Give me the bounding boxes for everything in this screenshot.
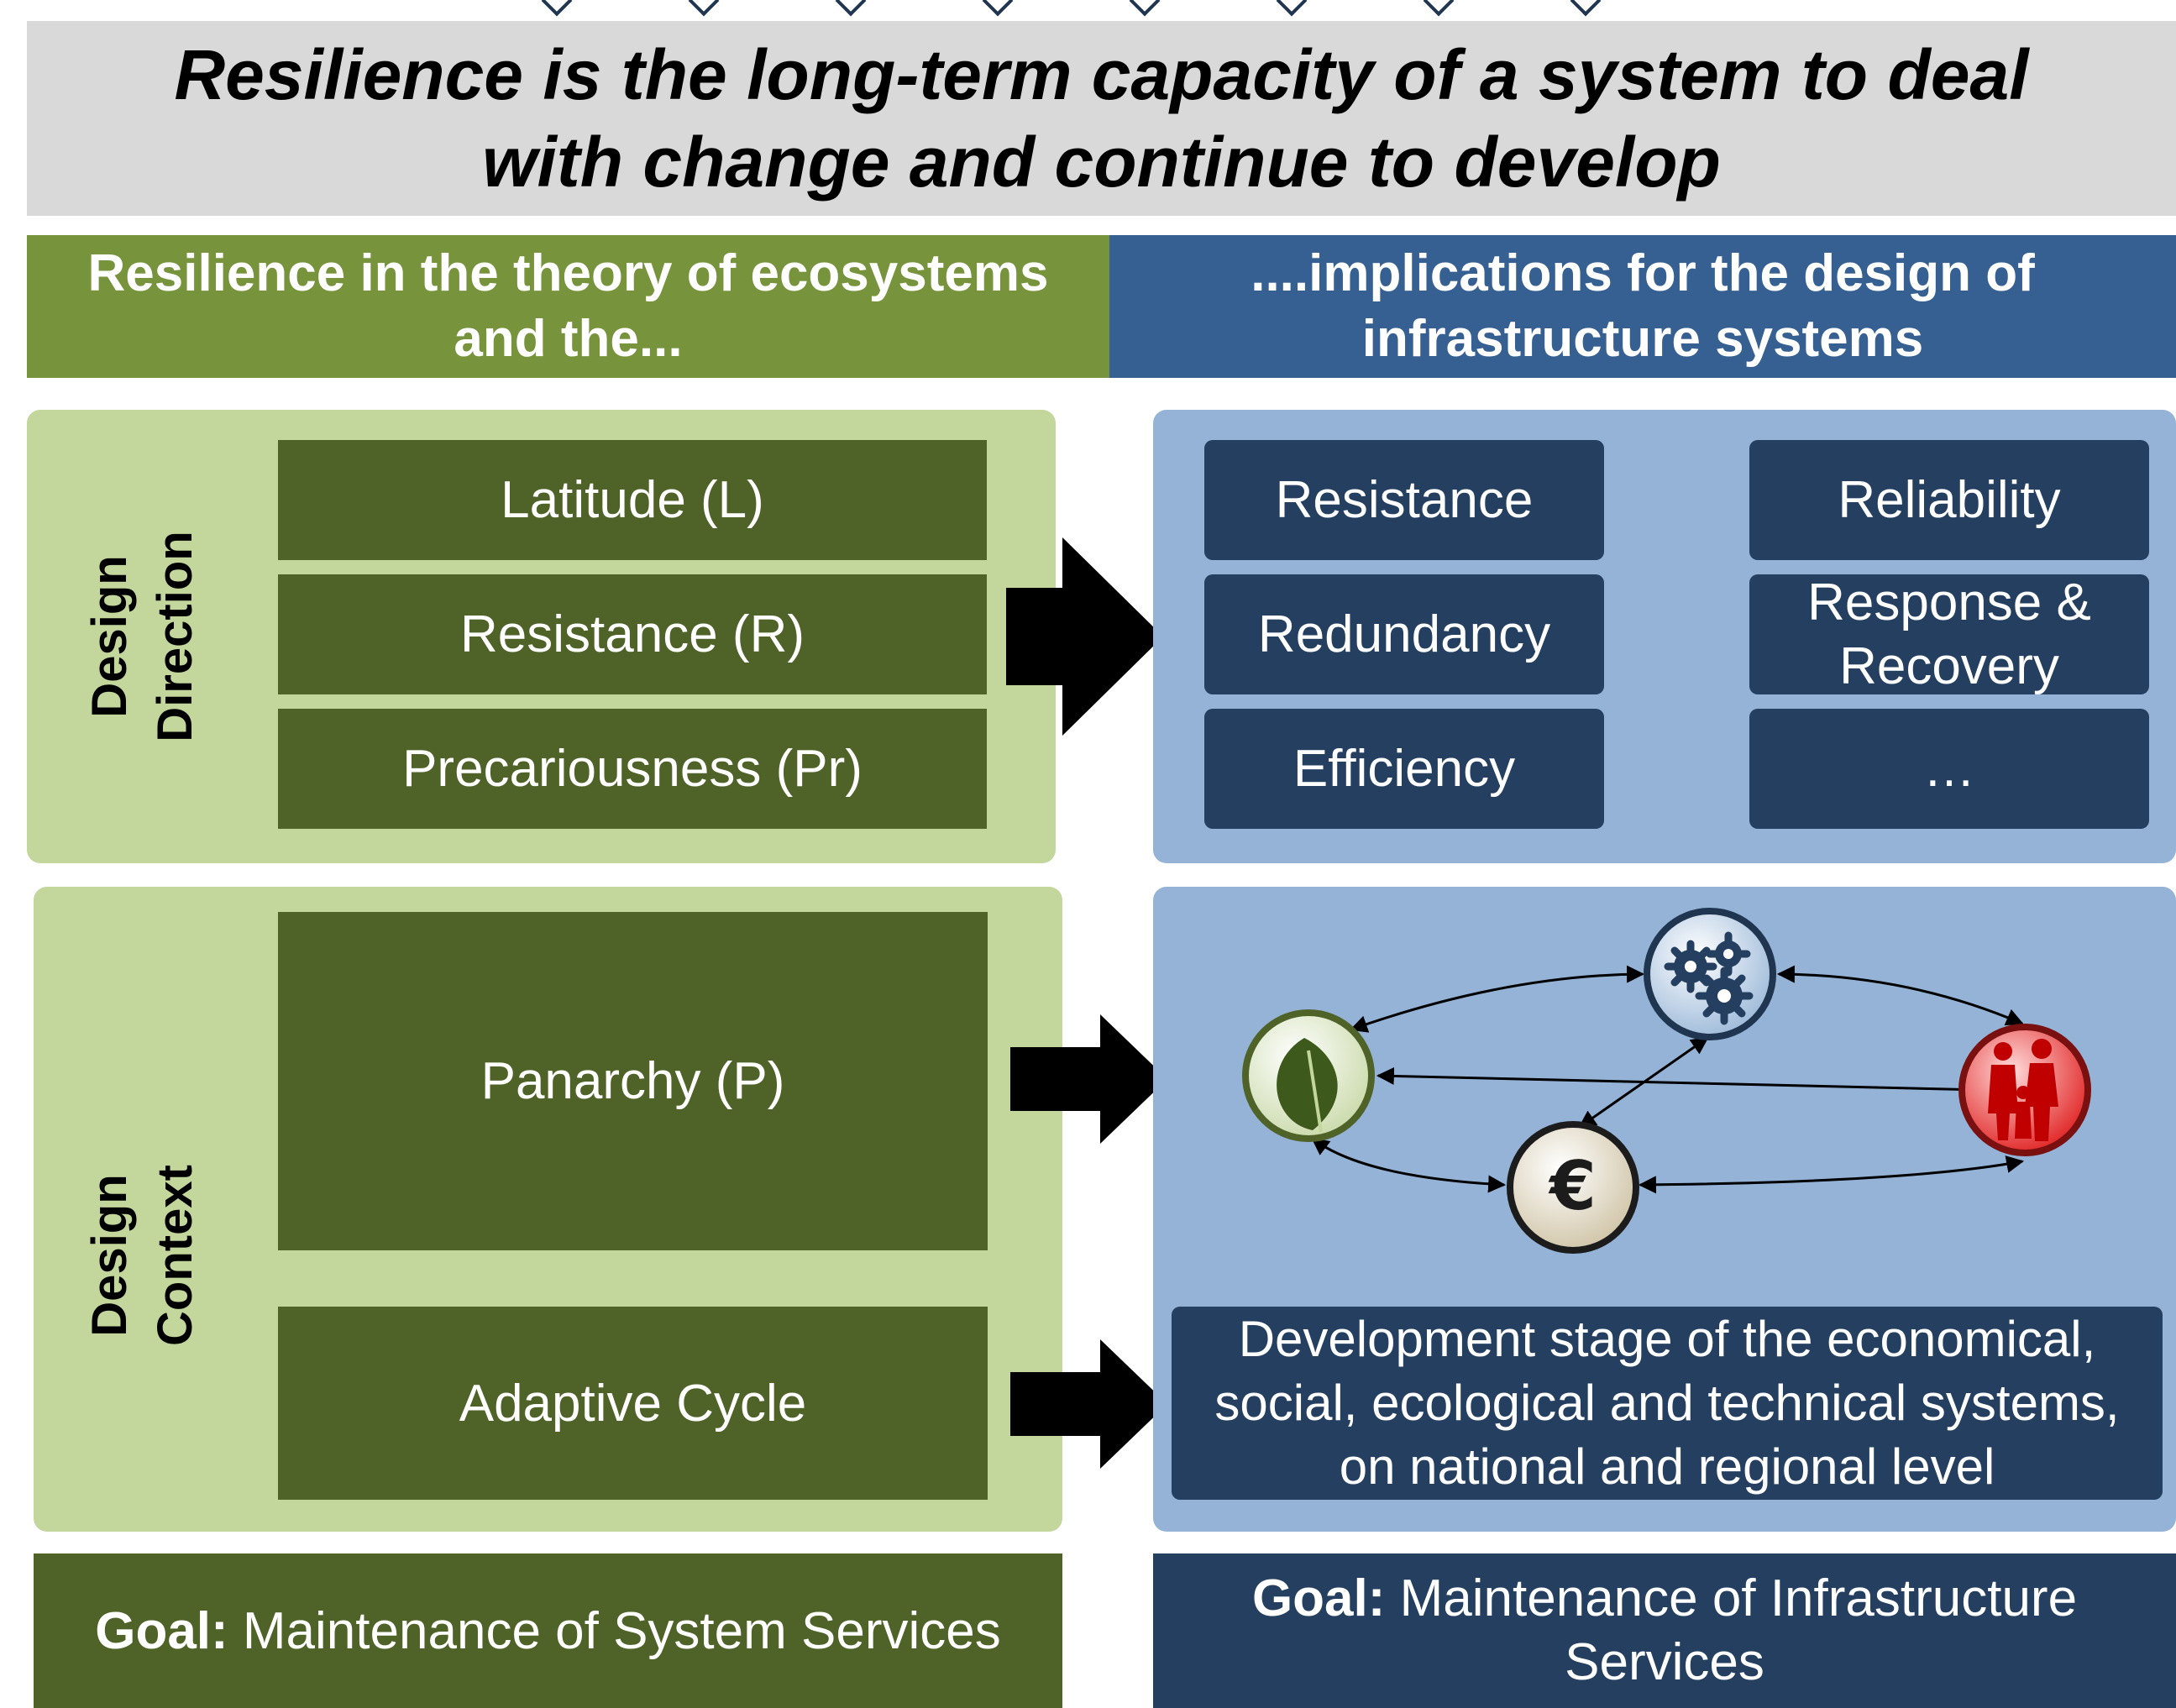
- adaptive-cycle-label: Adaptive Cycle: [459, 1374, 807, 1433]
- resistance-r-label: Resistance (R): [460, 605, 805, 663]
- design-direction-label: Design Direction: [0, 527, 311, 746]
- redundancy-box: Redundancy: [1204, 574, 1604, 694]
- development-stage-label: Development stage of the economical, soc…: [1214, 1311, 2120, 1495]
- latitude-box: Latitude (L): [278, 440, 987, 560]
- response-recovery-label: Response & Recovery: [1807, 573, 2091, 695]
- design-direction-label-line1: Design: [82, 555, 137, 718]
- ecosystem-theory-header: Resilience in the theory of ecosystems a…: [27, 235, 1109, 378]
- infrastructure-goal-text: Goal: Maintenance of Infrastructure Serv…: [1153, 1567, 2176, 1695]
- ecosystem-goal-label: Maintenance of System Services: [242, 1601, 1001, 1660]
- resistance-label: Resistance: [1275, 470, 1534, 529]
- adaptive-cycle-box: Adaptive Cycle: [278, 1307, 988, 1500]
- resistance-r-box: Resistance (R): [278, 574, 987, 694]
- design-context-label-line1: Design: [82, 1174, 137, 1337]
- latitude-label: Latitude (L): [501, 471, 764, 529]
- reliability-label: Reliability: [1838, 470, 2061, 529]
- svg-text:€: €: [1548, 1147, 1597, 1225]
- response-recovery-box: Response & Recovery: [1749, 574, 2149, 695]
- panarchy-label: Panarchy (P): [480, 1052, 785, 1110]
- efficiency-box: Efficiency: [1204, 709, 1604, 829]
- gears-icon: [1644, 908, 1776, 1040]
- design-context-label: Design Context: [0, 1146, 311, 1365]
- reliability-box: Reliability: [1749, 440, 2149, 560]
- ecosystem-goal-box: Goal: Maintenance of System Services: [34, 1553, 1062, 1708]
- design-direction-label-line2: Direction: [148, 531, 202, 742]
- precariousness-label: Precariousness (Pr): [402, 740, 863, 798]
- leaf-icon: [1242, 1009, 1375, 1142]
- precariousness-box: Precariousness (Pr): [278, 709, 987, 829]
- development-stage-box: Development stage of the economical, soc…: [1172, 1307, 2163, 1500]
- system-interaction-network: €: [1242, 908, 2091, 1254]
- adaptive-cycle-arrow: [1010, 1339, 1167, 1469]
- ecosystem-theory-header-text: Resilience in the theory of ecosystems a…: [87, 244, 1049, 368]
- panarchy-box: Panarchy (P): [278, 912, 988, 1250]
- infrastructure-goal-prefix: Goal:: [1251, 1569, 1386, 1627]
- people-icon: [1958, 1024, 2091, 1156]
- resistance-box: Resistance: [1204, 440, 1604, 560]
- more-properties-label: …: [1923, 739, 1975, 798]
- design-context-label-line2: Context: [148, 1165, 202, 1346]
- infrastructure-implications-header-text: ....implications for the design of infra…: [1251, 244, 2035, 368]
- euro-icon: €: [1507, 1121, 1639, 1254]
- infrastructure-goal-box: Goal: Maintenance of Infrastructure Serv…: [1153, 1553, 2176, 1708]
- efficiency-label: Efficiency: [1292, 739, 1516, 798]
- design-direction-arrow: [1006, 537, 1163, 736]
- infrastructure-implications-header: ....implications for the design of infra…: [1109, 235, 2176, 378]
- more-properties-box: …: [1749, 709, 2149, 829]
- headline-text: Resilience is the long-term capacity of …: [174, 35, 2029, 202]
- infrastructure-goal-label: Maintenance of Infrastructure Services: [1399, 1569, 2078, 1691]
- ecosystem-goal-text: Goal: Maintenance of System Services: [95, 1601, 1001, 1661]
- panarchy-arrow: [1010, 1014, 1167, 1144]
- headline-banner: Resilience is the long-term capacity of …: [27, 21, 2176, 216]
- redundancy-label: Redundancy: [1257, 605, 1551, 663]
- ecosystem-goal-prefix: Goal:: [95, 1601, 228, 1660]
